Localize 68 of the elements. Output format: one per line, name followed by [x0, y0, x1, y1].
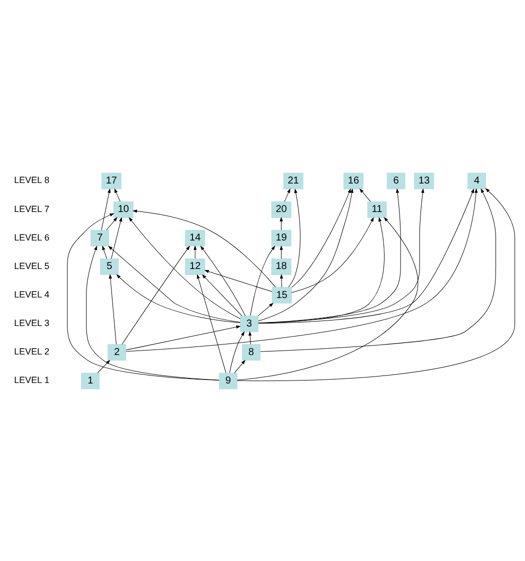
arrow [132, 209, 276, 287]
label: LEVEL 8 [14, 174, 50, 185]
arrow [360, 188, 371, 202]
arrow [280, 216, 283, 230]
node-box: 3 [240, 315, 258, 332]
arrow [229, 331, 244, 373]
node-box: 5 [100, 258, 119, 274]
node-box: 8 [242, 344, 260, 360]
node-box: 14 [185, 229, 206, 246]
arrow [236, 216, 418, 380]
arrow [126, 188, 478, 352]
arrow [126, 325, 240, 350]
arrow [202, 274, 242, 316]
arrow [258, 188, 474, 324]
arrow [280, 274, 283, 287]
node-box: 9 [218, 372, 238, 389]
label: LEVEL 2 [14, 346, 50, 356]
label: LEVEL 4 [14, 288, 50, 299]
arrow [258, 216, 384, 323]
node-box: 2 [108, 344, 126, 360]
node-box: 20 [271, 200, 292, 218]
arrow [280, 245, 283, 258]
node-box: 6 [386, 172, 406, 189]
node-box: 21 [283, 172, 304, 189]
arrow [291, 217, 374, 292]
arrow [200, 245, 246, 316]
node-box: 18 [271, 258, 292, 274]
arrow [258, 302, 274, 316]
arrow [67, 212, 220, 380]
node-box: 13 [414, 172, 434, 189]
node-box: 4 [467, 172, 486, 189]
arrow [260, 188, 496, 352]
label: LEVEL 1 [14, 374, 50, 385]
arrow [102, 245, 108, 258]
arrow [101, 188, 111, 230]
arrow [250, 245, 276, 316]
label: LEVEL 5 [14, 260, 50, 270]
node-box: 11 [367, 200, 387, 218]
arrow [111, 216, 122, 258]
node-box: 19 [271, 229, 292, 246]
node-box: 1 [81, 372, 100, 389]
arrow [128, 216, 240, 318]
arrow [234, 360, 246, 373]
node-box: 12 [185, 258, 206, 274]
arrow [108, 246, 240, 322]
arrow [194, 245, 197, 258]
node-box: 7 [90, 229, 110, 246]
node-box: 10 [113, 200, 134, 218]
arrow [248, 331, 252, 344]
label: LEVEL 7 [14, 203, 50, 214]
label: LEVEL 6 [14, 232, 50, 242]
arrow [116, 274, 240, 322]
arrow [288, 188, 300, 287]
arrow [196, 274, 226, 373]
label: LEVEL 3 [14, 318, 50, 328]
arrow [122, 245, 190, 344]
arrow [236, 188, 516, 381]
arrow [284, 188, 290, 202]
node-box: 15 [272, 286, 292, 304]
arrow [291, 188, 351, 288]
node-box: 16 [343, 172, 364, 189]
node-box: 17 [101, 172, 122, 189]
arrow [86, 246, 220, 380]
arrow [106, 216, 118, 230]
arrow [114, 188, 120, 202]
arrow [204, 270, 272, 292]
arrow [258, 188, 354, 321]
arrow [108, 274, 116, 344]
